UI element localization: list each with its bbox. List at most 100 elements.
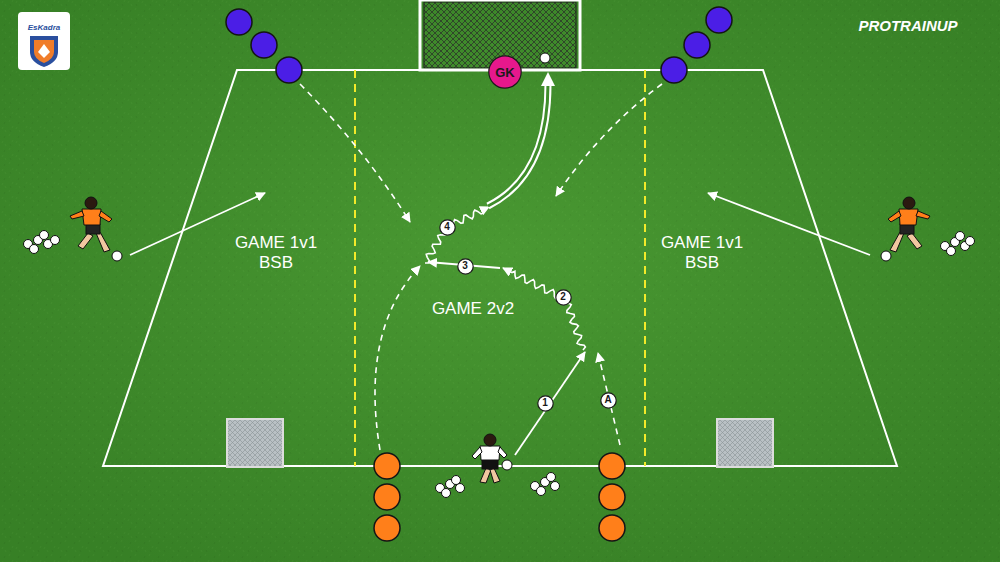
- orange-player-right: [907, 233, 922, 249]
- orange-players: [599, 453, 625, 479]
- purple-players: [276, 57, 302, 83]
- mini-goal: [227, 419, 283, 467]
- logo-shield: [38, 44, 50, 58]
- balls: [966, 237, 975, 246]
- position-label: GK: [488, 55, 522, 89]
- zone-label: GAME 1v1 BSB: [656, 233, 748, 272]
- zone-lines: [354, 70, 356, 466]
- orange-players: [599, 515, 625, 541]
- balls: [947, 247, 956, 256]
- node-circle: [555, 289, 570, 304]
- orange-player-left: [82, 209, 101, 225]
- orange-players: [374, 453, 400, 479]
- callout-number: 2: [555, 289, 572, 306]
- zone-lines: [355, 70, 645, 466]
- orange-player-left: [99, 211, 112, 222]
- balls: [956, 232, 965, 241]
- balls: [540, 53, 550, 63]
- logo-shield: [18, 12, 70, 70]
- mini-goal: [227, 419, 773, 467]
- field-lines: [103, 70, 897, 466]
- orange-player-left: [70, 197, 112, 252]
- balls: [40, 231, 49, 240]
- node-circle: [489, 56, 521, 88]
- runs: [598, 353, 620, 445]
- callout-number: 3: [457, 258, 474, 275]
- balls: [452, 476, 461, 485]
- purple-players: [226, 9, 252, 35]
- orange-player-right: [888, 197, 930, 252]
- mini-goal: [717, 419, 773, 467]
- passes: [515, 352, 585, 455]
- dribble-path: [503, 268, 585, 350]
- node-circle: [439, 219, 454, 234]
- runs: [556, 84, 662, 196]
- coach-figure: [472, 434, 507, 483]
- runs: [300, 84, 410, 222]
- orange-player-left: [85, 197, 97, 209]
- logo-text: EsKadra: [28, 23, 60, 32]
- balls: [112, 251, 122, 261]
- callout-number: 4: [439, 219, 456, 236]
- node-circle: [537, 395, 552, 410]
- shot: [541, 72, 555, 86]
- shot: [488, 72, 555, 206]
- runs: [375, 266, 420, 450]
- dribbles: [425, 207, 585, 350]
- dribble-path: [425, 207, 489, 263]
- purple-players: [684, 32, 710, 58]
- coach-figure: [480, 468, 491, 483]
- balls: [537, 487, 546, 496]
- callout-number: 1: [537, 395, 554, 412]
- orange-player-right: [890, 232, 904, 252]
- orange-players: [374, 515, 400, 541]
- orange-players: [599, 484, 625, 510]
- balls: [30, 245, 39, 254]
- orange-player-right: [903, 197, 915, 209]
- purple-players: [706, 7, 732, 33]
- node-circle: [457, 258, 472, 273]
- orange-players: [374, 484, 400, 510]
- callout-number: 2: [555, 289, 572, 306]
- balls: [51, 236, 60, 245]
- balls: [547, 473, 556, 482]
- balls: [24, 53, 975, 498]
- coach-figure: [472, 447, 482, 459]
- balls: [502, 460, 512, 470]
- logo-shield: [34, 40, 54, 63]
- callout-number: A: [600, 392, 617, 409]
- orange-players: [374, 453, 625, 541]
- callout-number: A: [600, 392, 617, 409]
- field-lines: [103, 70, 897, 466]
- orange-player-left: [96, 232, 110, 252]
- zone-label: GAME 2v2: [432, 299, 514, 319]
- coach-figure: [480, 446, 500, 460]
- passes: [130, 193, 870, 455]
- runs: [300, 84, 662, 450]
- callout-number: 4: [439, 219, 456, 236]
- callout-number: 1: [537, 395, 554, 412]
- shot: [488, 84, 548, 206]
- callout-number: 3: [457, 258, 474, 275]
- coach-figure: [484, 434, 496, 446]
- node-circle: [600, 392, 615, 407]
- shot: [488, 84, 548, 206]
- purple-players: [251, 32, 277, 58]
- orange-player-right: [899, 209, 918, 225]
- balls: [881, 251, 891, 261]
- purple-players: [661, 57, 687, 83]
- balls: [442, 489, 451, 498]
- goalkeeper-circle: GK: [488, 55, 522, 89]
- orange-player-left: [70, 211, 84, 219]
- zone-label: GAME 1v1 BSB: [230, 233, 322, 272]
- logo-shield: [18, 12, 70, 70]
- zone-lines: [644, 70, 646, 466]
- orange-player-left: [78, 233, 93, 249]
- orange-player-right: [888, 211, 901, 222]
- purple-players: [226, 7, 732, 83]
- coach-figure: [490, 468, 500, 483]
